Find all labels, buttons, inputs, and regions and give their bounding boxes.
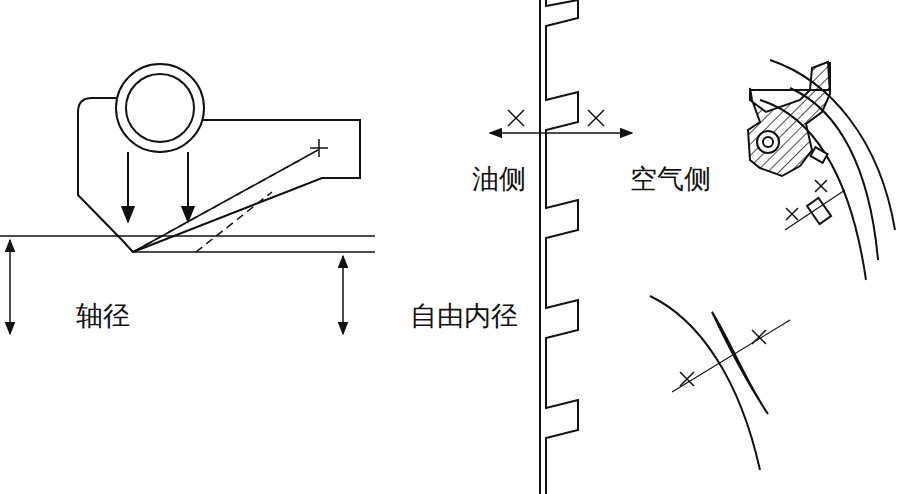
label-text: 油侧 bbox=[470, 163, 528, 195]
label-text: 空气侧 bbox=[628, 163, 713, 195]
label-text: 轴径 bbox=[74, 300, 132, 332]
label-text: 自由内径 bbox=[408, 300, 520, 332]
